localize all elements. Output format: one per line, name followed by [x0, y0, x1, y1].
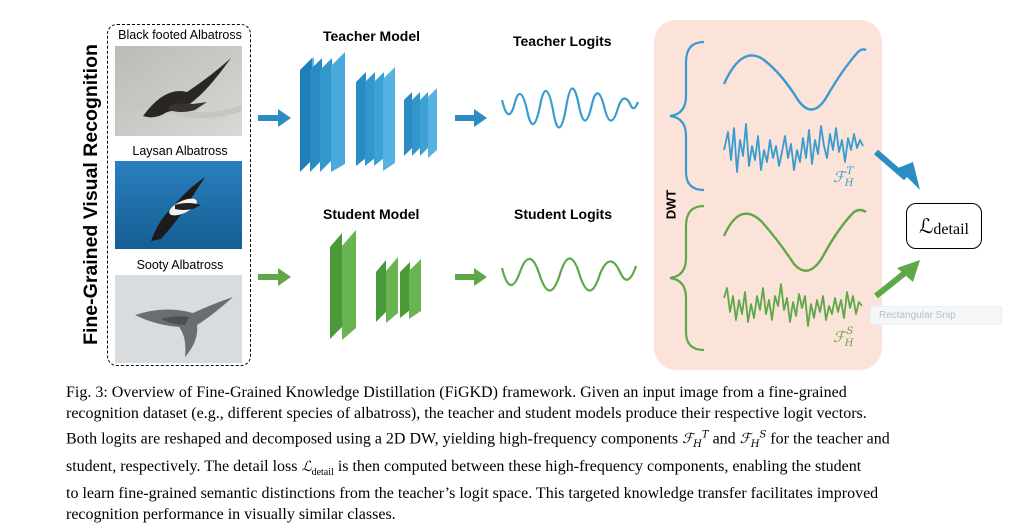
teacher-logits-heading: Teacher Logits: [513, 33, 612, 49]
teacher-input-arrow: [258, 109, 291, 127]
student-feature-symbol: ℱHS: [833, 326, 860, 349]
teacher-feature-symbol: ℱHT: [833, 166, 860, 189]
caption-teacher-sup: T: [701, 429, 709, 441]
caption-loss-symbol: ℒ: [301, 458, 312, 475]
species-label-black-footed: Black footed Albatross: [118, 28, 242, 42]
teacher-brace: [669, 40, 705, 192]
caption-line-5: to learn fine-grained semantic distincti…: [66, 484, 879, 502]
caption-student-F: ℱ: [739, 431, 751, 448]
caption-student-sub: H: [750, 439, 760, 451]
species-label-sooty: Sooty Albatross: [136, 258, 224, 272]
snip-text: Rectangular Snip: [879, 310, 956, 321]
student-feature-sub: H: [844, 338, 854, 349]
caption-loss: ℒdetail: [301, 458, 334, 478]
teacher-output-arrow: [455, 109, 487, 127]
caption-line-1: Fig. 3: Overview of Fine-Grained Knowled…: [66, 384, 847, 401]
figure-caption: Fig. 3: Overview of Fine-Grained Knowled…: [66, 382, 996, 526]
caption-line-6: recognition performance in visually simi…: [66, 506, 396, 524]
caption-teacher-feature: ℱHT: [682, 429, 709, 451]
dwt-label: DWT: [660, 184, 682, 224]
student-input-arrow: [258, 268, 291, 286]
caption-student-sup: S: [759, 429, 767, 441]
caption-line-3b: and: [708, 430, 740, 448]
caption-line-4: student, respectively. The detail loss ℒ…: [66, 456, 996, 483]
species-label-laysan: Laysan Albatross: [132, 144, 228, 158]
teacher-high-freq-wave: [723, 123, 864, 173]
sooty-albatross-image: [115, 275, 242, 363]
teacher-to-loss-arrow: [874, 149, 920, 190]
student-high-freq-wave: [723, 283, 863, 327]
caption-line-4a: student, respectively. The detail loss: [66, 457, 302, 475]
student-feature-sup: S: [846, 326, 854, 337]
caption-line-2: recognition dataset (e.g., different spe…: [66, 405, 867, 423]
teacher-model-heading: Teacher Model: [323, 28, 420, 44]
student-brace: [669, 204, 705, 352]
caption-line-4b: is then computed between these high-freq…: [333, 457, 862, 475]
student-output-arrow: [455, 268, 487, 286]
teacher-feature-sub: H: [844, 178, 854, 189]
rectangular-snip-overlay: Rectangular Snip: [870, 306, 1002, 325]
student-to-loss-arrow: [874, 260, 920, 299]
caption-student-feature: ℱHS: [739, 429, 767, 451]
student-model-layers: [330, 230, 421, 340]
teacher-model-layers: [300, 52, 437, 172]
teacher-feature-sup: T: [846, 166, 854, 177]
student-logits-heading: Student Logits: [514, 206, 612, 222]
loss-symbol: ℒ: [919, 214, 934, 238]
student-low-freq-wave: [722, 208, 867, 272]
caption-teacher-sub: H: [693, 439, 702, 451]
teacher-logits-wave: [500, 87, 640, 129]
loss-subscript: detail: [933, 221, 969, 238]
caption-teacher-F: ℱ: [682, 431, 694, 448]
student-model-heading: Student Model: [323, 206, 420, 222]
caption-line-3: Both logits are reshaped and decomposed …: [66, 425, 996, 456]
teacher-feature-F: ℱ: [833, 168, 845, 186]
student-feature-F: ℱ: [833, 328, 845, 346]
caption-line-3a: Both logits are reshaped and decomposed …: [66, 430, 683, 448]
laysan-albatross-image: [115, 161, 242, 249]
caption-loss-sub: detail: [311, 466, 334, 478]
teacher-low-freq-wave: [722, 48, 867, 111]
species-panel: Black footed Albatross Laysan Albatross …: [107, 24, 251, 366]
student-logits-wave: [500, 257, 638, 292]
dwt-text: DWT: [663, 189, 679, 219]
black-footed-albatross-image: [115, 46, 242, 136]
framework-diagram: [258, 40, 920, 352]
caption-line-3c: for the teacher and: [766, 430, 890, 448]
